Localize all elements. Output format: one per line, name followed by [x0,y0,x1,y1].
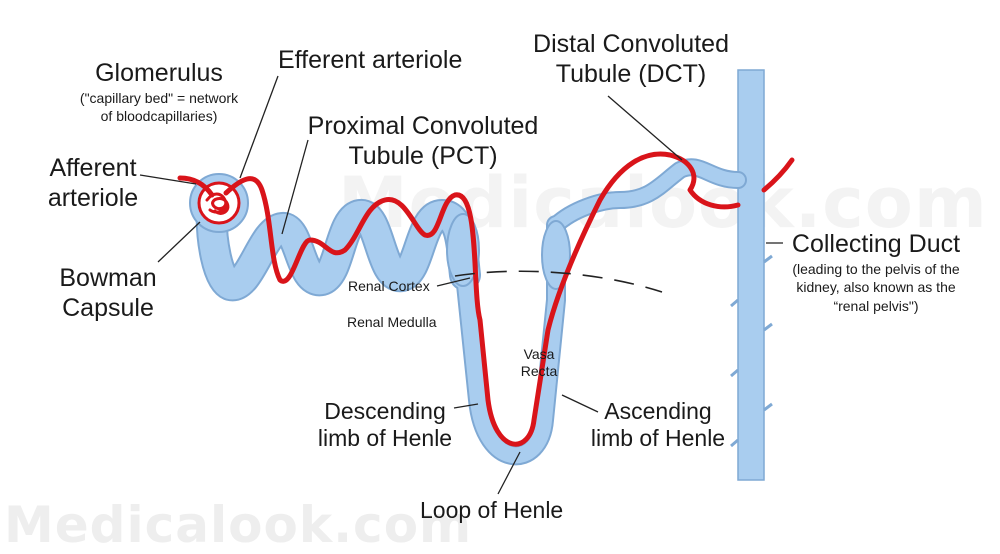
collecting-note-3: “renal pelvis") [833,298,919,315]
descending-line-1: Descending [324,398,446,424]
label-bowman-capsule: Bowman Capsule [50,264,166,323]
watermark-bottom: Medicalook.com [4,496,473,554]
pct-line-2: Tubule (PCT) [348,141,498,170]
pct-line-1: Proximal Convoluted [307,112,539,140]
ascending-line-2: limb of Henle [590,425,726,452]
label-efferent-arteriole: Efferent arteriole [278,46,463,74]
afferent-line-2: arteriole [47,183,139,212]
dct-line-2: Tubule (DCT) [555,59,707,88]
label-ascending-limb: Ascending limb of Henle [580,398,736,452]
bowman-line-1: Bowman [59,264,157,292]
bowman-line-2: Capsule [62,293,154,322]
dct-line-1: Distal Convoluted [533,30,729,58]
glomerulus-note-1: ("capillary bed" = network [79,89,239,106]
collecting-title: Collecting Duct [791,230,961,258]
cortex-medulla-boundary [454,270,663,293]
collecting-note-2: kidney, also known as the [796,279,956,296]
leader-lines [139,75,783,495]
label-vasa-recta: Vasa Recta [514,346,564,379]
label-dct: Distal Convoluted Tubule (DCT) [526,30,736,89]
label-pct: Proximal Convoluted Tubule (PCT) [300,112,546,171]
descending-line-2: limb of Henle [317,425,453,452]
label-loop-of-henle: Loop of Henle [420,497,564,523]
label-glomerulus: Glomerulus ("capillary bed" = network of… [64,59,254,126]
label-renal-medulla: Renal Medulla [347,314,437,330]
collecting-note-1: (leading to the pelvis of the [792,260,960,277]
label-renal-cortex: Renal Cortex [348,278,430,294]
collecting-duct [730,69,773,481]
label-collecting-duct: Collecting Duct (leading to the pelvis o… [778,230,974,316]
vasa-recta-line-2: Recta [520,362,558,379]
label-descending-limb: Descending limb of Henle [306,398,464,452]
glomerulus-note-2: of bloodcapillaries) [100,108,218,125]
glomerulus-title: Glomerulus [95,59,223,87]
afferent-line-1: Afferent [49,154,137,182]
label-afferent-arteriole: Afferent arteriole [40,154,146,213]
vasa-recta-line-1: Vasa [523,346,555,362]
ascending-line-1: Ascending [604,398,712,424]
blood-vessels [177,151,795,447]
